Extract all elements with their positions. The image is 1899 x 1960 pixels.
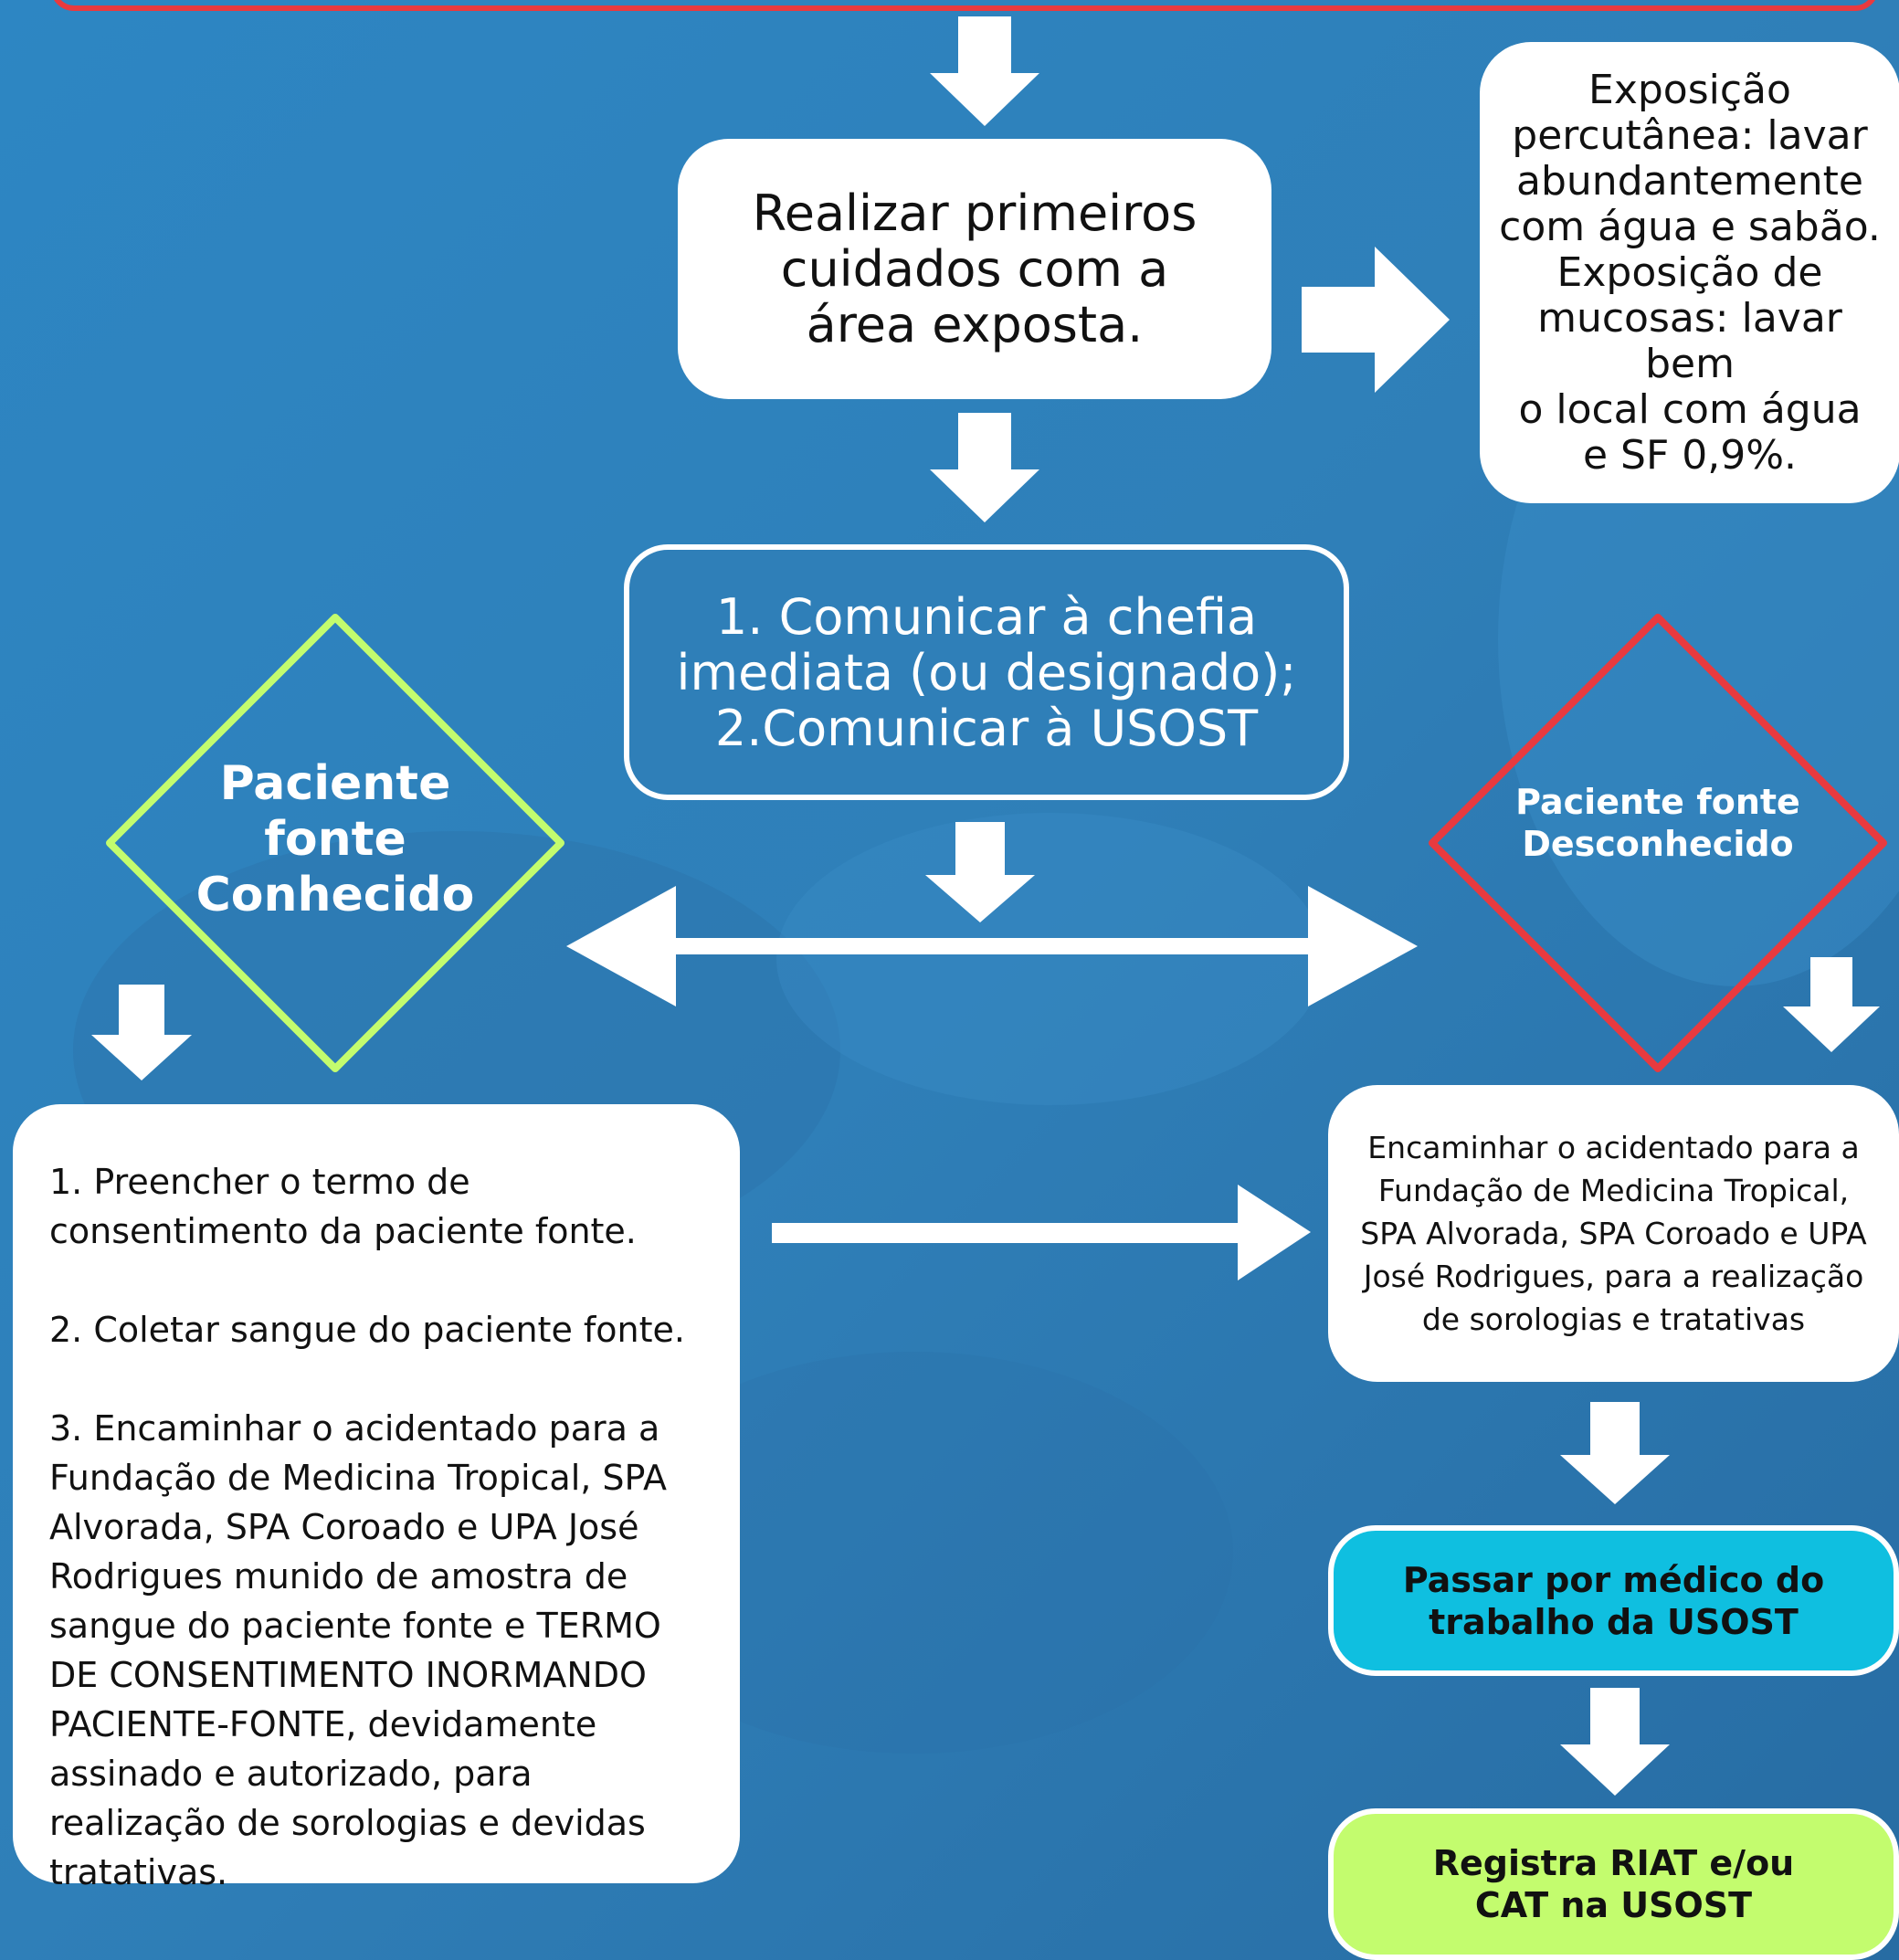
step-text: 1. Preencher o termo de consentimento da… [49, 1162, 637, 1251]
step-text: 3. Encaminhar o acidentado para a Fundaç… [49, 1408, 668, 1892]
first-care-line: Realizar primeiros [752, 184, 1197, 242]
arrow-right-icon [772, 1185, 1311, 1280]
unknown-source-label: Paciente fonte Desconhecido [1475, 781, 1841, 865]
unknown-source-line: Desconhecido [1522, 824, 1794, 864]
exposure-note-line: mucosas: lavar bem [1537, 294, 1842, 387]
doctor-box: Passar por médico do trabalho da USOST [1328, 1525, 1899, 1676]
arrow-down-icon [1783, 957, 1880, 1052]
exposure-note-line: e SF 0,9%. [1582, 431, 1798, 479]
double-arrow-icon [566, 886, 1418, 1006]
top-step-box-edge [50, 0, 1879, 11]
unknown-source-diamond [1429, 614, 1887, 1072]
known-source-steps-box: 1. Preencher o termo de consentimento da… [13, 1104, 740, 1892]
first-care-box: Realizar primeiros cuidados com a área e… [678, 139, 1271, 399]
arrow-down-icon [925, 822, 1035, 922]
unknown-source-line: Paciente fonte [1515, 782, 1800, 822]
exposure-note-line: Exposição [1588, 66, 1791, 113]
arrow-down-icon [91, 985, 192, 1080]
known-source-line: fonte [264, 812, 406, 867]
first-care-line: área exposta. [806, 296, 1144, 353]
exposure-note-line: Exposição de [1556, 248, 1823, 296]
known-source-label: Paciente fonte Conhecido [171, 756, 500, 923]
exposure-note-line: com água e sabão. [1499, 203, 1881, 250]
doctor-line: Passar por médico do [1402, 1559, 1825, 1600]
doctor-line: trabalho da USOST [1429, 1601, 1799, 1642]
arrow-down-icon [930, 16, 1039, 126]
arrow-down-icon [1560, 1402, 1670, 1504]
arrow-down-icon [930, 413, 1039, 522]
known-source-line: Conhecido [195, 868, 475, 922]
communicate-line: imediata (ou designado); [676, 643, 1297, 701]
exposure-note-line: percutânea: lavar [1512, 111, 1868, 159]
communicate-line: 1. Comunicar à chefia [715, 587, 1258, 646]
exposure-note-box: Exposição percutânea: lavar abundantemen… [1480, 42, 1899, 503]
register-line: CAT na USOST [1474, 1885, 1753, 1925]
register-line: Registra RIAT e/ou [1432, 1843, 1795, 1883]
known-source-line: Paciente [219, 756, 451, 811]
forward-text: Encaminhar o acidentado para a Fundação … [1360, 1130, 1867, 1337]
arrow-down-icon [1560, 1688, 1670, 1796]
exposure-note-line: abundantemente [1516, 157, 1863, 205]
known-source-diamond [106, 614, 564, 1072]
step-text: 2. Coletar sangue do paciente fonte. [49, 1310, 685, 1350]
register-box: Registra RIAT e/ou CAT na USOST [1328, 1808, 1899, 1960]
first-care-line: cuidados com a [780, 240, 1169, 298]
communicate-box: 1. Comunicar à chefia imediata (ou desig… [624, 544, 1349, 800]
arrow-right-icon [1302, 247, 1450, 393]
forward-box: Encaminhar o acidentado para a Fundação … [1328, 1085, 1899, 1382]
communicate-line: 2.Comunicar à USOST [714, 699, 1259, 757]
exposure-note-line: o local com água [1518, 385, 1862, 433]
